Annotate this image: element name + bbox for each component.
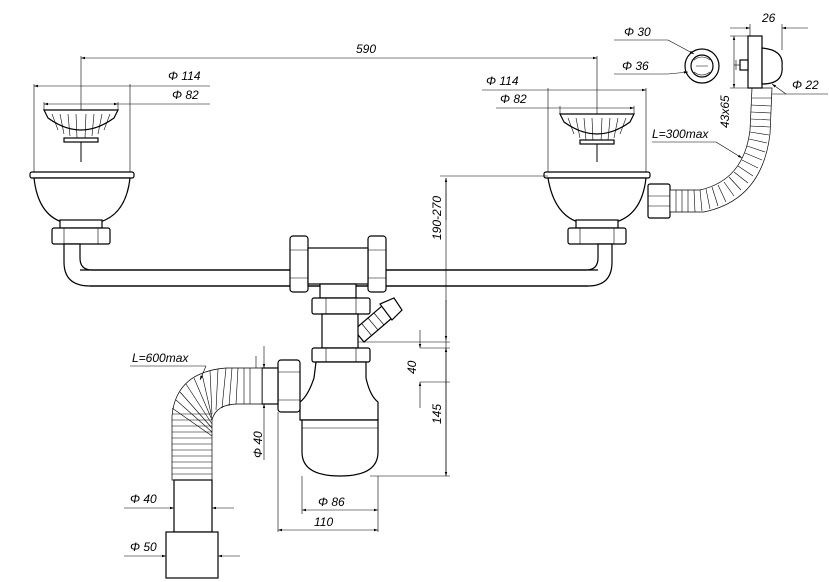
- trap-cup-top: [299, 361, 379, 421]
- outlet-diameter-dimension-lines: [124, 506, 240, 558]
- tee-nut-left: [289, 235, 309, 293]
- side-outlet-nut: [277, 359, 301, 413]
- overflow-grille-inner-label: Φ 36: [622, 59, 649, 73]
- left-outlet-dimension-lines: [33, 56, 210, 172]
- right-outlet-dimension-lines: [482, 56, 647, 172]
- bottle-dimension-lines: [277, 412, 379, 532]
- outlet-outer-diameter-label: Φ 50: [130, 540, 157, 554]
- tee-body: [307, 247, 369, 285]
- outlet-diameter-label: Φ 40: [130, 492, 157, 506]
- flexible-drain-hose: [165, 367, 263, 579]
- drain-hose-leader: [130, 365, 207, 381]
- overflow-size-label: 43x65: [718, 95, 732, 128]
- upper-nut: [311, 297, 371, 315]
- height-dimension-lines: [358, 175, 548, 477]
- right-outlet-outer-diameter-label: Φ 114: [486, 74, 519, 88]
- center-distance-label: 590: [356, 42, 376, 56]
- height-range-label: 190-270: [430, 196, 444, 240]
- side-branch-offset-label: 40: [405, 360, 419, 374]
- overflow-depth-label: 26: [761, 11, 776, 25]
- side-outlet-stub: [261, 367, 279, 405]
- right-sink-flange: [543, 171, 671, 245]
- bottle-trap-cup: [301, 419, 379, 477]
- left-sink-strainer: [43, 109, 119, 162]
- overflow-grille: [684, 48, 720, 84]
- trap-middle-nut: [311, 347, 371, 363]
- drain-hose-length-label: L=600max: [132, 351, 189, 365]
- trap-upper-body: [321, 313, 359, 349]
- left-outlet-inner-diameter-label: Φ 82: [172, 88, 199, 102]
- right-outlet-inner-diameter-label: Φ 82: [500, 92, 527, 106]
- overflow-hose: [669, 87, 773, 213]
- dishwasher-branch: [353, 297, 403, 343]
- overflow-dimension-lines: [614, 24, 828, 159]
- hose-diameter-label: Φ 40: [251, 431, 265, 458]
- tee-down-pipe: [319, 283, 357, 299]
- left-outlet-outer-diameter-label: Φ 114: [168, 69, 201, 83]
- overflow-hose-length-label: L=300max: [652, 127, 709, 141]
- overflow-hose-diameter-label: Φ 22: [792, 78, 819, 92]
- left-sink-flange: [29, 171, 135, 245]
- bottle-diameter-label: Φ 86: [318, 495, 345, 509]
- trap-height-label: 145: [430, 404, 444, 424]
- overflow-grille-outer-label: Φ 30: [624, 25, 651, 39]
- right-sink-strainer: [559, 113, 635, 162]
- overflow-head: [734, 35, 783, 89]
- tee-nut-right: [367, 235, 387, 293]
- bottle-width-label: 110: [314, 515, 333, 529]
